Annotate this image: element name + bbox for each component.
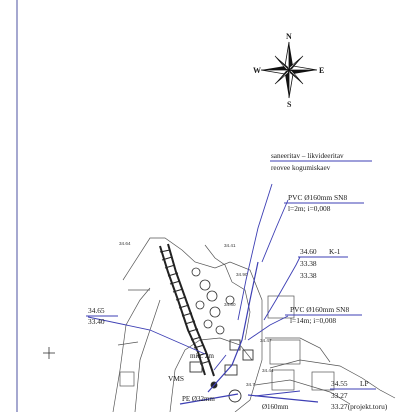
callout-underlines bbox=[86, 160, 376, 390]
sewer-pipes bbox=[179, 261, 319, 405]
vms-label: VMS bbox=[168, 374, 184, 383]
pvc-lower-params: l=14m; i=0,008 bbox=[290, 316, 336, 325]
lp-level2: 33.27(projekt.toru) bbox=[331, 402, 388, 411]
manhole-k1-level1: 33.38 bbox=[300, 259, 317, 268]
min-depth-label: min. 2m bbox=[190, 352, 214, 360]
plan-linework bbox=[112, 237, 396, 412]
lp-label: LP bbox=[360, 379, 369, 388]
manhole-k1-value: 34.60 bbox=[300, 247, 317, 256]
compass-rose: N S E W bbox=[253, 32, 324, 109]
pipe-note-line2: reovee kogumiskaev bbox=[271, 164, 331, 172]
level-left-bottom: 33.40 bbox=[88, 317, 105, 326]
pvc-upper-spec: PVC Ø160mm SN8 bbox=[288, 193, 347, 202]
compass-north-label: N bbox=[286, 32, 292, 41]
compass-east-label: E bbox=[319, 66, 324, 75]
lp-level1: 33.27 bbox=[331, 391, 348, 400]
compass-star-icon bbox=[260, 41, 318, 99]
pvc-lower-spec: PVC Ø160mm SN8 bbox=[290, 305, 349, 314]
survey-mark: 34.90 bbox=[236, 272, 248, 277]
shrub-icons bbox=[191, 267, 235, 335]
survey-mark: 34.80 bbox=[224, 302, 236, 307]
survey-mark: 34.47 bbox=[260, 338, 272, 343]
compass-west-label: W bbox=[253, 66, 261, 75]
pipe-160-label: Ø160mm bbox=[262, 403, 289, 411]
manhole-k1-label: K-1 bbox=[329, 247, 341, 256]
manhole-k1-level2: 33.38 bbox=[300, 271, 317, 280]
pvc-upper-params: l=2m; i=0,008 bbox=[288, 204, 331, 213]
survey-mark: 34.44 bbox=[262, 368, 274, 373]
survey-mark: 34.7 bbox=[246, 382, 255, 387]
survey-mark: 34.64 bbox=[119, 241, 131, 246]
pipe-note-line1: saneeritav – likvideeritav bbox=[271, 152, 344, 160]
compass-south-label: S bbox=[287, 100, 292, 109]
level-left-top: 34.65 bbox=[88, 306, 105, 315]
leader-lines bbox=[87, 183, 301, 397]
pe-pipe-label: PE Ø32mm bbox=[182, 395, 215, 403]
crosshair-mark-icon bbox=[43, 347, 55, 359]
lp-value: 34.55 bbox=[331, 379, 348, 388]
hatched-fence-strip bbox=[159, 243, 215, 377]
survey-mark: 34.41 bbox=[224, 243, 236, 248]
